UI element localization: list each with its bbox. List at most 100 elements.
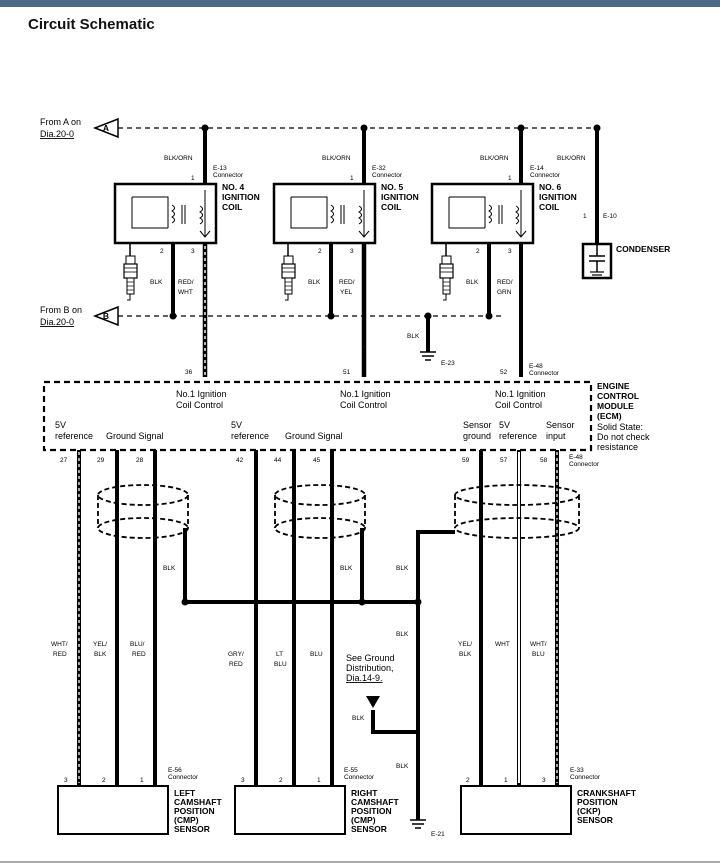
diagram-label: POSITION [577,797,618,807]
diagram-label: RED/ [178,279,194,286]
diagram-label: Connector [570,774,601,781]
diagram-label: 3 [191,248,195,255]
diagram-label: 2 [102,777,106,784]
right-cmp-sensor-name: RIGHT [351,788,378,798]
coil-4-name: NO. 4 [222,182,244,192]
diagram-label: 5V [499,420,510,430]
ground-e21 [410,819,426,829]
diagram-label: 36 [185,369,193,376]
diagram-label: 2 [318,248,322,255]
diagram-label: BLK [396,631,409,638]
diagram-label: 1 [140,777,144,784]
coil-6-connector-id: E-14 [530,165,544,172]
ignition-coil-5 [272,182,377,245]
diagram-label: BLK [163,565,176,572]
ecm-box [42,380,593,452]
ckp-sensor-name: CRANKSHAFT [577,788,637,798]
bus-b: B [92,305,504,327]
diagram-label: BLK [340,565,353,572]
diagram-label: IGNITION [222,192,260,202]
diagram-label: BLK [396,565,409,572]
diagram-label: 3 [241,777,245,784]
diagram-label: BLU/ [130,641,145,648]
condenser [581,242,613,280]
diagram-label: 59 [462,457,470,464]
diagram-label: GRY/ [228,651,244,658]
diagram-label: YEL/ [458,641,472,648]
diagram-label: 27 [60,457,68,464]
diagram-label: GRN [497,289,512,296]
ignition-coil-4 [113,182,218,245]
diagram-label: CAMSHAFT [351,797,399,807]
coil-5-connector-id: E-32 [372,165,386,172]
diagram-label: CONTROL [597,391,639,401]
condenser-top-wire-color: BLK/ORN [557,155,586,162]
diagram-label: 45 [313,457,321,464]
coil-5-top-wire-color: BLK/ORN [322,155,351,162]
diagram-label: Connector [372,172,403,179]
diagram-label: BLK [94,651,107,658]
diagram-label: 1 [350,175,354,182]
from-a-label: From A on [40,117,81,127]
diagram-label: BLK [352,715,365,722]
diagram-label: Distribution, [346,663,394,673]
diagram-label: Coil Control [176,400,223,410]
ecm-bottom-connector-id: E-48 [569,454,583,461]
diagram-label: Coil Control [340,400,387,410]
diagram-label: Connector [168,774,199,781]
diagram-label: Connector [529,370,560,377]
diagram-label: BLK [308,279,321,286]
diagram-label: reference [231,431,269,441]
diagram-label: 57 [500,457,508,464]
diagram-label: 1 [508,175,512,182]
diagram-label: 3 [542,777,546,784]
diagram-label: RED [229,661,243,668]
diagram-label: WHT [178,289,193,296]
spark-plug-icon [281,255,296,301]
diagram-label: (CKP) [577,806,601,816]
diagram-label: YEL/ [93,641,107,648]
diagram-label: 2 [476,248,480,255]
right-cmp-sensor-box [234,785,346,835]
diagram-label: B [103,311,109,321]
left-cmp-sensor-box [57,785,169,835]
diagram-label: No.1 Ignition [176,389,227,399]
diagram-label: 1 [504,777,508,784]
diagram-label: POSITION [351,806,392,816]
diagram-label: BLU [532,651,545,658]
from-b-dia-link[interactable]: Dia.20-0 [40,317,74,327]
ignition-coil-6 [430,182,535,245]
coil-4-pin-1: 1 [191,175,195,182]
diagram-label: CAMSHAFT [174,797,222,807]
diagram-label: COIL [539,202,559,212]
diagram-label: COIL [381,202,401,212]
diagram-label: RED/ [339,279,355,286]
diagram-label: reference [55,431,93,441]
diagram-label: Connector [530,172,561,179]
diagram-label: 3 [350,248,354,255]
ground-e21-label: E-21 [431,831,445,838]
ground-reference-arrow-icon [366,696,380,708]
diagram-label: SENSOR [351,824,387,834]
diagram-label: (CMP) [351,815,376,825]
right-cmp-connector-id: E-55 [344,767,358,774]
diagram-label: POSITION [174,806,215,816]
diagram-label: Connector [344,774,375,781]
ground-distribution-link[interactable]: Dia.14-9. [346,673,383,683]
diagram-label: 29 [97,457,105,464]
ckp-connector-id: E-33 [570,767,584,774]
spark-plug-icon [439,255,454,301]
diagram-label: WHT/ [530,641,547,648]
shield-ckp [454,484,580,539]
diagram-label: 1 [317,777,321,784]
diagram-label: 2 [160,248,164,255]
coil-4-top-wire-color: BLK/ORN [164,155,193,162]
diagram-label: 5V [55,420,66,430]
page-title: Circuit Schematic [28,16,155,33]
ground-e23 [420,316,436,361]
diagram-label: BLK [459,651,472,658]
diagram-label: 44 [274,457,282,464]
diagram-label: LT [276,651,283,658]
from-a-dia-link[interactable]: Dia.20-0 [40,129,74,139]
